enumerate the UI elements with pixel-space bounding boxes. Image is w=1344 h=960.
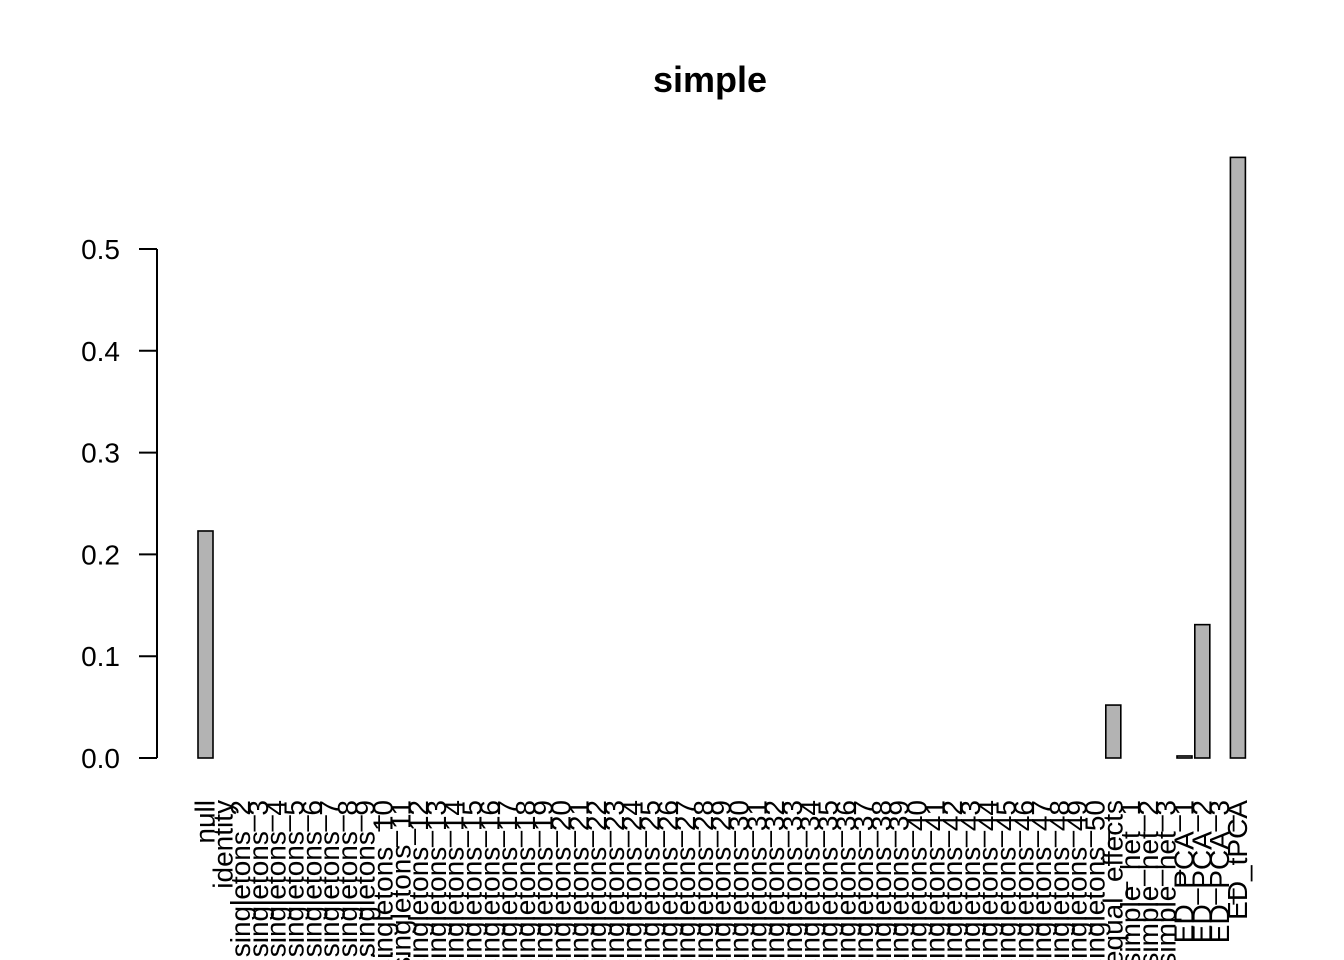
x-tick-label: equal_effects bbox=[1097, 800, 1128, 960]
x-tick-label: ED_tPCA bbox=[1222, 800, 1253, 920]
x-tick-label: singletons_8 bbox=[332, 800, 363, 957]
x-tick-label: singletons_7 bbox=[314, 800, 345, 957]
y-tick-label: 0.5 bbox=[81, 234, 120, 265]
x-tick-label: singletons_29 bbox=[706, 800, 737, 960]
bar-ED_tPCA bbox=[1229, 156, 1247, 759]
x-tick-label: singletons_41 bbox=[919, 800, 950, 960]
x-tick-label: singletons_9 bbox=[350, 800, 381, 957]
x-tick-label: singletons_20 bbox=[546, 800, 577, 960]
x-tick-label: simple_het_1 bbox=[1115, 800, 1146, 960]
x-tick-label: singletons_44 bbox=[973, 800, 1004, 960]
x-tick-label: singletons_32 bbox=[759, 800, 790, 960]
x-tick-label: singletons_40 bbox=[902, 800, 933, 960]
x-tick-label: null bbox=[190, 800, 221, 844]
x-tick-label: singletons_43 bbox=[955, 800, 986, 960]
x-tick-label: ED_PCA_1 bbox=[1169, 800, 1200, 943]
bars bbox=[197, 156, 1247, 759]
bar-ED_PCA_2 bbox=[1194, 623, 1211, 759]
y-tick-label: 0.4 bbox=[81, 336, 120, 367]
x-tick-label: singletons_36 bbox=[830, 800, 861, 960]
x-tick-label: simple_het_3 bbox=[1151, 800, 1182, 960]
x-tick-label: singletons_6 bbox=[296, 800, 327, 957]
x-tick-label: simple_het_2 bbox=[1133, 800, 1164, 960]
x-tick-label: singletons_31 bbox=[741, 800, 772, 960]
x-tick-label: singletons_15 bbox=[457, 800, 488, 960]
x-tick-label: singletons_34 bbox=[795, 800, 826, 960]
chart-title: simple bbox=[653, 59, 767, 100]
x-tick-label: singletons_24 bbox=[617, 800, 648, 960]
bar-ED_PCA_1 bbox=[1176, 755, 1193, 759]
x-tick-label: singletons_26 bbox=[652, 800, 683, 960]
x-tick-label: singletons_47 bbox=[1026, 800, 1057, 960]
x-tick-label: singletons_10 bbox=[368, 800, 399, 960]
x-tick-label: singletons_42 bbox=[937, 800, 968, 960]
x-tick-label: singletons_30 bbox=[724, 800, 755, 960]
x-tick-label: singletons_3 bbox=[243, 800, 274, 957]
x-tick-label: singletons_19 bbox=[528, 800, 559, 960]
bar-equal_effects bbox=[1105, 704, 1122, 759]
x-tick-label: singletons_35 bbox=[813, 800, 844, 960]
x-tick-label: singletons_4 bbox=[261, 800, 292, 957]
bar-null bbox=[197, 530, 214, 759]
x-tick-label: ED_PCA_3 bbox=[1204, 800, 1235, 943]
x-tick-label: singletons_33 bbox=[777, 800, 808, 960]
x-tick-label: ED_PCA_2 bbox=[1186, 800, 1217, 943]
x-tick-label: singletons_5 bbox=[279, 800, 310, 957]
y-tick-label: 0.2 bbox=[81, 539, 120, 570]
x-tick-label: singletons_23 bbox=[599, 800, 630, 960]
x-tick-label: singletons_21 bbox=[563, 800, 594, 960]
x-tick-label: singletons_13 bbox=[421, 800, 452, 960]
x-tick-label: singletons_37 bbox=[848, 800, 879, 960]
x-tick-label: singletons_2 bbox=[225, 800, 256, 957]
x-tick-label: singletons_25 bbox=[635, 800, 666, 960]
x-tick-label: singletons_14 bbox=[439, 800, 470, 960]
x-tick-label: singletons_48 bbox=[1044, 800, 1075, 960]
x-tick-label: singletons_18 bbox=[510, 800, 541, 960]
x-tick-label: identity bbox=[207, 800, 238, 889]
y-tick-label: 0.3 bbox=[81, 438, 120, 469]
x-tick-label: singletons_38 bbox=[866, 800, 897, 960]
y-tick-label: 0.0 bbox=[81, 743, 120, 774]
y-tick-label: 0.1 bbox=[81, 641, 120, 672]
x-tick-label: singletons_28 bbox=[688, 800, 719, 960]
x-tick-label: singletons_46 bbox=[1008, 800, 1039, 960]
x-tick-label: singletons_12 bbox=[403, 800, 434, 960]
x-tick-label: singletons_27 bbox=[670, 800, 701, 960]
x-tick-label: singletons_22 bbox=[581, 800, 612, 960]
x-axis-labels: nullidentitysingletons_2singletons_3sing… bbox=[190, 800, 1253, 960]
x-tick-label: singletons_39 bbox=[884, 800, 915, 960]
y-axis: 0.0 0.1 0.2 0.3 0.4 0.5 bbox=[81, 234, 158, 774]
x-tick-label: singletons_49 bbox=[1062, 800, 1093, 960]
x-tick-label: singletons_16 bbox=[474, 800, 505, 960]
x-tick-label: singletons_17 bbox=[492, 800, 523, 960]
x-tick-label: singletons_50 bbox=[1080, 800, 1111, 960]
x-tick-label: singletons_11 bbox=[385, 800, 416, 960]
x-tick-label: singletons_45 bbox=[991, 800, 1022, 960]
